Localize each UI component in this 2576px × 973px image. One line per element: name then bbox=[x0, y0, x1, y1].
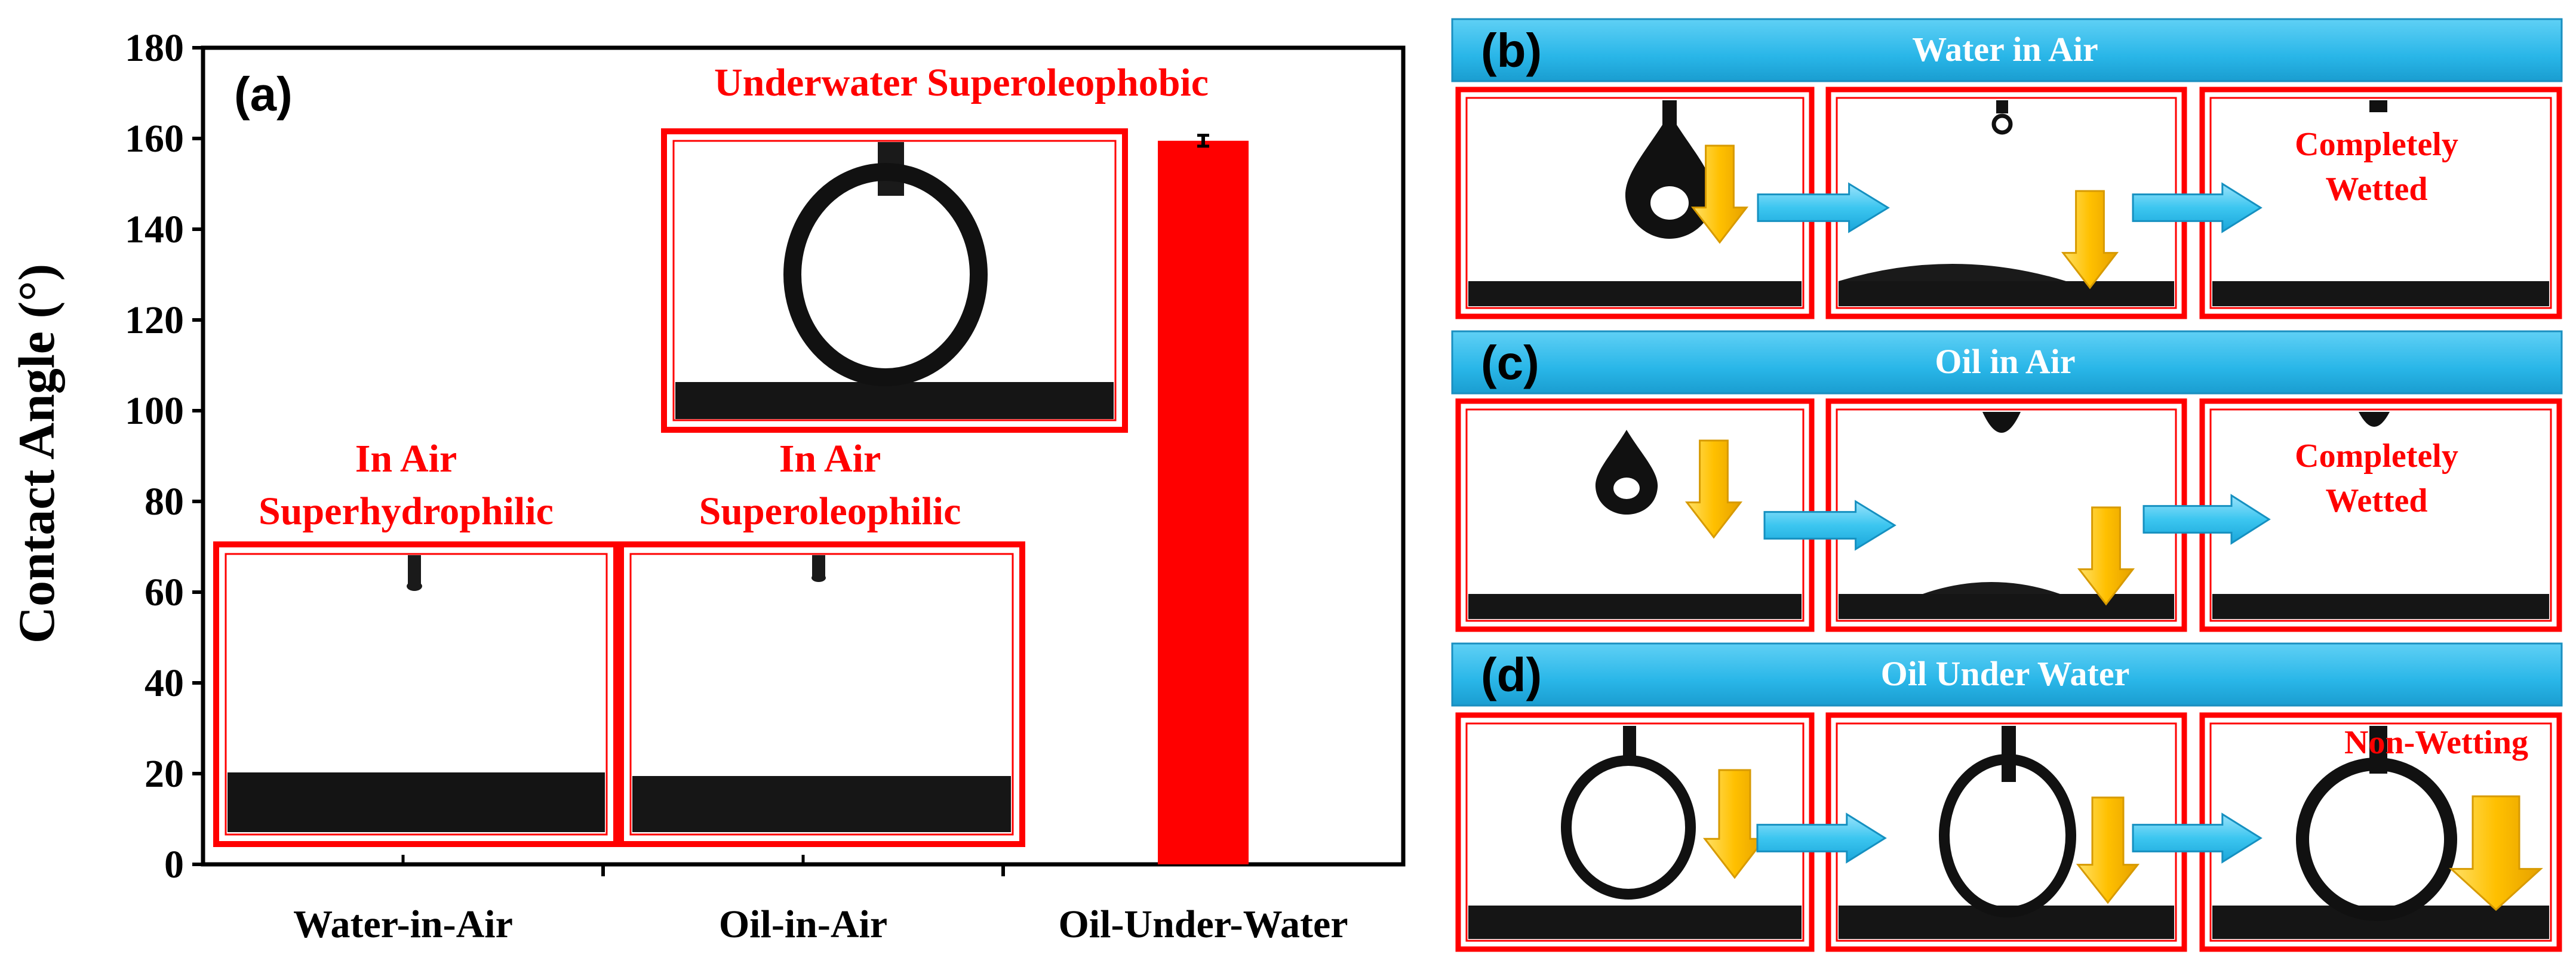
substrate bbox=[1468, 906, 1802, 939]
panel-title: Oil Under Water bbox=[1881, 654, 2130, 693]
needle bbox=[2369, 100, 2387, 112]
panel-label: (c) bbox=[1481, 336, 1539, 389]
panel-title: Oil in Air bbox=[1935, 342, 2075, 381]
right-arrow-icon bbox=[1757, 182, 1890, 233]
x-axis: Water-in-Air Oil-in-Air Oil-Under-Water bbox=[293, 855, 1348, 946]
inset-1-needle-tip bbox=[407, 581, 422, 591]
y-tick-label: 160 bbox=[125, 117, 184, 161]
needle bbox=[1623, 726, 1636, 763]
inset-1-substrate bbox=[228, 772, 605, 832]
panel-banner bbox=[1451, 642, 2563, 707]
droplet bbox=[1561, 755, 1696, 900]
y-tick-label: 60 bbox=[145, 571, 184, 614]
spread-film bbox=[1839, 264, 2066, 281]
droplet bbox=[1991, 113, 2013, 135]
inset-1-needle bbox=[408, 555, 421, 586]
inset-oil-under-water: Underwater Superoleophobic bbox=[661, 61, 1209, 433]
down-arrow-icon bbox=[1690, 144, 1749, 244]
frame bbox=[1455, 398, 1815, 632]
panel-label: (d) bbox=[1481, 648, 1542, 701]
frame bbox=[2199, 398, 2562, 632]
droplet bbox=[2296, 758, 2457, 921]
residual-drop bbox=[1982, 412, 2021, 433]
inset-3-droplet bbox=[783, 163, 988, 386]
y-tick-label: 80 bbox=[145, 480, 184, 524]
y-tick-label: 180 bbox=[125, 26, 184, 70]
y-axis: 0 20 40 60 80 100 120 140 160 180 bbox=[125, 26, 203, 886]
bars bbox=[1158, 134, 1249, 864]
droplet bbox=[1595, 430, 1658, 515]
y-tick-label: 0 bbox=[164, 843, 184, 886]
spread-film bbox=[1923, 582, 2060, 594]
panel-label: (b) bbox=[1481, 24, 1542, 77]
substrate bbox=[1839, 594, 2174, 619]
down-arrow-icon bbox=[2076, 796, 2140, 904]
inset-water-in-air: In Air Superhydrophilic bbox=[213, 437, 619, 847]
inset-1-line2: Superhydrophilic bbox=[259, 489, 554, 533]
right-arrow-icon bbox=[1756, 812, 1887, 864]
y-tick-label: 100 bbox=[125, 389, 184, 433]
inset-3-title: Underwater Superoleophobic bbox=[714, 61, 1209, 104]
inset-2-substrate bbox=[632, 776, 1011, 832]
frame bbox=[2199, 87, 2562, 319]
y-axis-label: Contact Angle (°) bbox=[8, 264, 65, 643]
panel-banner bbox=[1451, 330, 2563, 395]
droplet-highlight bbox=[1650, 186, 1689, 220]
x-tick-label: Oil-Under-Water bbox=[1058, 903, 1348, 946]
x-tick-label: Oil-in-Air bbox=[719, 903, 887, 946]
y-tick-label: 120 bbox=[125, 298, 184, 342]
panel-note-line1: Completely bbox=[2295, 438, 2458, 475]
panel-note: Non-Wetting bbox=[2344, 724, 2528, 761]
panel-note-line2: Wetted bbox=[2325, 171, 2427, 208]
inset-1-line1: In Air bbox=[355, 437, 457, 481]
x-tick-label: Water-in-Air bbox=[293, 903, 513, 946]
down-arrow-icon bbox=[1684, 439, 1743, 539]
panel-note-line1: Completely bbox=[2295, 126, 2458, 163]
panel-label-a: (a) bbox=[234, 67, 293, 121]
down-arrow-icon bbox=[2061, 190, 2119, 290]
substrate bbox=[2212, 281, 2549, 306]
residual-drop bbox=[2359, 412, 2390, 427]
y-tick-label: 140 bbox=[125, 208, 184, 251]
needle bbox=[2002, 726, 2016, 782]
bar bbox=[1158, 140, 1249, 864]
substrate bbox=[2212, 594, 2549, 619]
chart-a: 0 20 40 60 80 100 120 140 160 180 Water-in-Air Oil… bbox=[8, 26, 1406, 946]
y-tick-label: 40 bbox=[145, 661, 184, 705]
inset-2-line2: Superoleophilic bbox=[699, 489, 961, 533]
right-arrow-icon bbox=[2132, 182, 2263, 233]
needle bbox=[1996, 100, 2008, 113]
inset-3-substrate bbox=[675, 382, 1114, 419]
substrate bbox=[1468, 281, 1802, 306]
inset-2-line1: In Air bbox=[779, 437, 881, 481]
down-arrow-icon bbox=[2077, 506, 2135, 606]
panel-d: Oil Under Water (d) Non-Wetting bbox=[1451, 642, 2563, 952]
substrate bbox=[1839, 281, 2174, 306]
substrate bbox=[1468, 594, 1802, 619]
panel-title: Water in Air bbox=[1912, 30, 2098, 69]
panel-note-line2: Wetted bbox=[2325, 482, 2427, 519]
droplet bbox=[1939, 754, 2076, 917]
right-arrow-icon bbox=[2132, 812, 2263, 864]
y-tick-label: 20 bbox=[145, 752, 184, 796]
panel-banner bbox=[1451, 18, 2563, 82]
inset-2-needle bbox=[812, 555, 825, 578]
down-arrow-icon bbox=[1702, 769, 1767, 879]
right-arrow-icon bbox=[1763, 500, 1896, 551]
right-arrow-icon bbox=[2142, 494, 2271, 545]
inset-oil-in-air: In Air Superoleophilic bbox=[618, 437, 1025, 847]
down-arrow-icon bbox=[2449, 795, 2543, 912]
inset-2-needle-tip bbox=[811, 574, 826, 582]
droplet-highlight bbox=[1613, 478, 1640, 499]
